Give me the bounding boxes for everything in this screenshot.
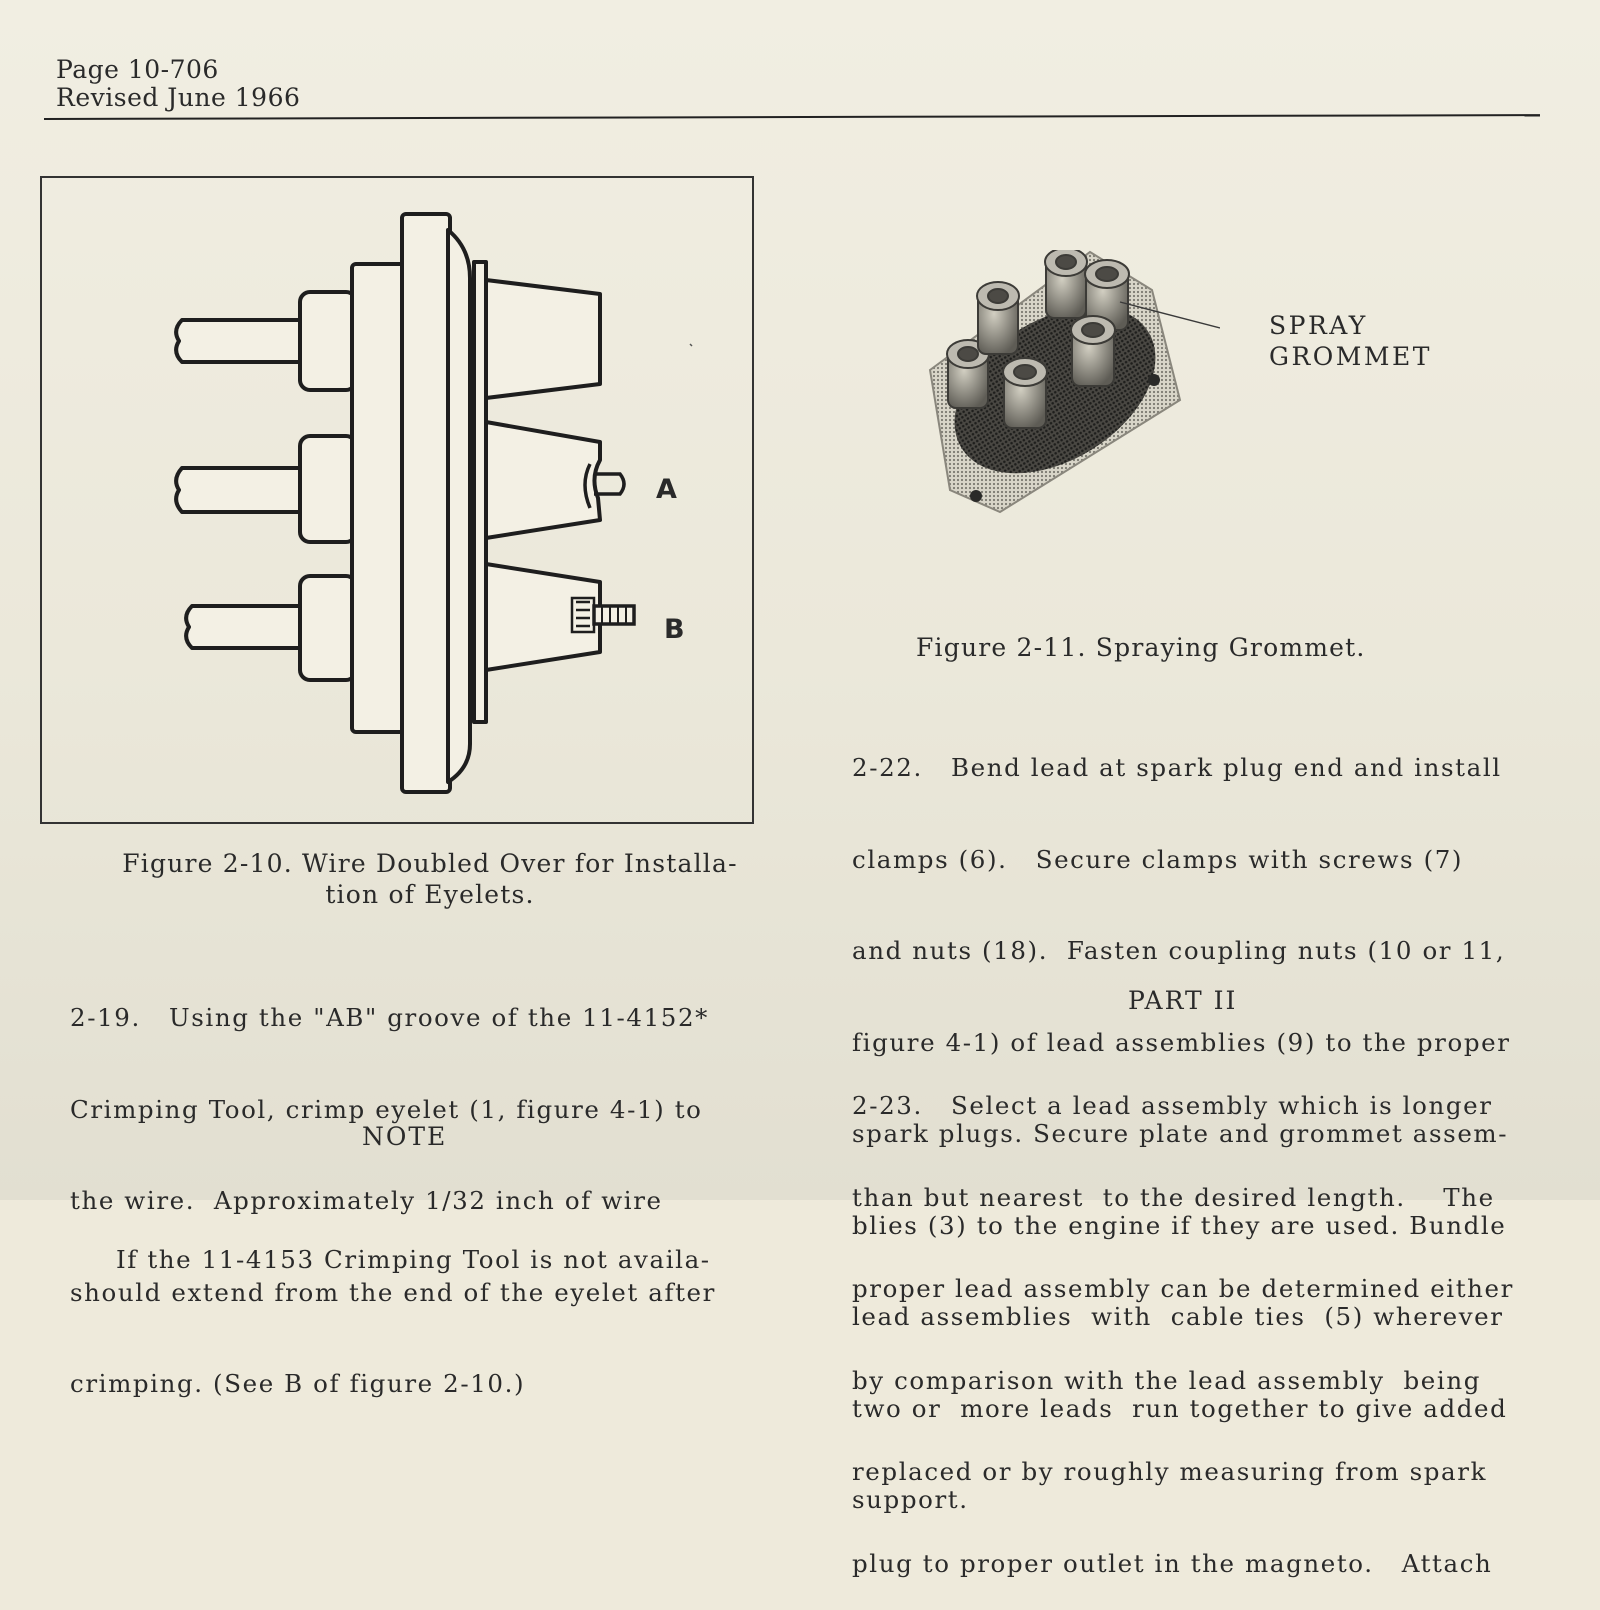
wire-middle — [174, 466, 306, 514]
text-line: by comparison with the lead assembly bei… — [852, 1365, 1481, 1395]
figure-2-10-drawing — [174, 212, 693, 794]
text-line: 2-19. Using the "AB" groove of the 11-41… — [70, 1003, 710, 1032]
text-line: figure 4-1) of lead assemblies (9) to th… — [852, 1027, 1511, 1057]
text-line: 2-22. Bend lead at spark plug end and in… — [852, 753, 1502, 782]
caption-line: Figure 2-10. Wire Doubled Over for Insta… — [122, 849, 738, 878]
text-line: Crimping Tool, crimp eyelet (1, figure 4… — [70, 1094, 703, 1124]
spray-grommet-callout: SPRAY GROMMET — [1269, 310, 1432, 372]
sleeve-bottom — [298, 574, 358, 682]
sleeve-middle — [298, 434, 358, 544]
text-line: clamps (6). Secure clamps with screws (7… — [852, 844, 1464, 874]
note-heading: NOTE — [362, 1122, 448, 1151]
figure-2-11-photo — [928, 250, 1220, 514]
text-line: than but nearest to the desired length. … — [852, 1182, 1495, 1212]
note-text: If the 11-4153 Crimping Tool is not avai… — [116, 1184, 711, 1306]
page-background — [0, 0, 1600, 1200]
sleeve-top — [298, 290, 358, 392]
text-line: plug to proper outlet in the magneto. At… — [852, 1548, 1493, 1578]
revision-date: Revised June 1966 — [56, 83, 301, 112]
text-line: and nuts (18). Fasten coupling nuts (10 … — [852, 936, 1506, 965]
callout-line: GROMMET — [1269, 342, 1432, 371]
connector-flange — [400, 212, 452, 794]
wire-top — [174, 318, 306, 364]
page-number: Page 10-706 — [56, 55, 219, 84]
figure-label-b: B — [664, 614, 685, 645]
outlet-top — [484, 278, 602, 400]
outlet-bottom — [484, 562, 602, 672]
outlet-middle — [484, 420, 602, 540]
text-line: spark plugs. Secure plate and grommet as… — [852, 1119, 1509, 1148]
caption-line: tion of Eyelets. — [325, 880, 535, 909]
wire-bottom — [184, 604, 306, 650]
page-header: Page 10-706 Revised June 1966 — [56, 56, 300, 112]
flange-dome — [446, 228, 472, 784]
text-line: proper lead assembly can be determined e… — [852, 1274, 1514, 1303]
paragraph-2-23: 2-23. Select a lead assembly which is lo… — [852, 1030, 1514, 1610]
part-ii-heading: PART II — [1128, 986, 1238, 1015]
figure-2-10-caption: Figure 2-10. Wire Doubled Over for Insta… — [70, 848, 790, 910]
connector-body — [350, 262, 406, 734]
callout-line: SPRAY — [1269, 311, 1368, 340]
text-line: If the 11-4153 Crimping Tool is not avai… — [116, 1245, 711, 1274]
figure-label-a: A — [656, 474, 677, 505]
text-line: crimping. (See B of figure 2-10.) — [70, 1369, 526, 1398]
callout-leader — [1119, 301, 1220, 329]
text-line: 2-23. Select a lead assembly which is lo… — [852, 1091, 1493, 1120]
text-line: replaced or by roughly measuring from sp… — [852, 1457, 1488, 1486]
figure-2-11-caption: Figure 2-11. Spraying Grommet. — [916, 633, 1366, 662]
figure-2-10-frame: A B — [40, 176, 754, 824]
